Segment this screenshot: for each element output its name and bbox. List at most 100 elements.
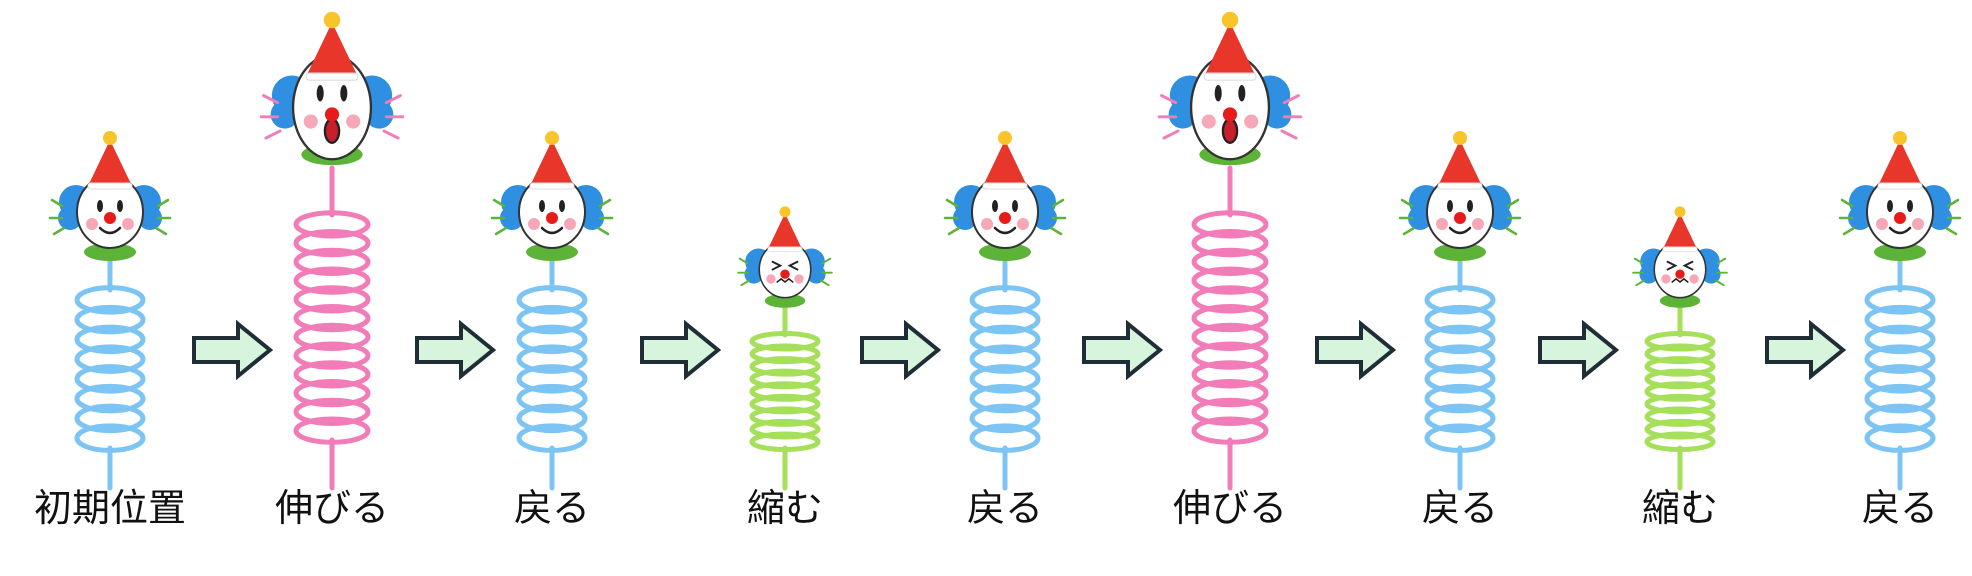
step-label: 縮む xyxy=(746,486,823,530)
spring-coil xyxy=(1644,343,1716,365)
spring-coil xyxy=(74,364,146,394)
spring-coil xyxy=(1191,285,1269,314)
right-arrow-icon xyxy=(192,319,274,381)
spring-coil xyxy=(969,423,1041,453)
right-arrow-icon xyxy=(860,319,942,381)
spring-coil xyxy=(1864,423,1936,453)
spring-coil xyxy=(516,344,588,374)
spring-coil xyxy=(74,304,146,335)
spring-coil xyxy=(749,368,821,390)
spring-clown-normal xyxy=(48,131,172,491)
spring-coil xyxy=(749,356,821,377)
spring-coil xyxy=(1644,356,1716,377)
spring-coil xyxy=(749,393,821,415)
spring-coil xyxy=(1424,324,1496,355)
spring-clown-normal xyxy=(1398,131,1522,491)
spring-coil xyxy=(516,324,588,355)
spring-coil xyxy=(1644,393,1716,415)
spring-coil xyxy=(293,416,371,445)
spring-coil xyxy=(749,418,821,440)
spring-coil xyxy=(1424,423,1496,453)
spring-coil xyxy=(1191,416,1269,445)
right-arrow-icon xyxy=(1082,319,1164,381)
spring-coil xyxy=(1424,344,1496,374)
spring-coil xyxy=(1191,210,1269,239)
spring-coil xyxy=(293,266,371,295)
clown-head-icon xyxy=(1838,131,1962,261)
spring-clown-stretched xyxy=(259,11,405,491)
spring-coil xyxy=(1864,383,1936,414)
step-label: 伸びる xyxy=(1172,486,1287,530)
spring-coil xyxy=(749,431,821,453)
spring-clown-compressed xyxy=(1632,206,1728,491)
spring-coil xyxy=(1644,330,1716,352)
spring-coil xyxy=(1644,406,1716,427)
spring-coil xyxy=(749,406,821,427)
spring-coil xyxy=(1191,379,1269,408)
step-label: 戻る xyxy=(1421,486,1498,530)
spring-coil xyxy=(1191,266,1269,295)
spring-coil xyxy=(1191,229,1269,258)
spring-coil xyxy=(1864,304,1936,335)
spring-coil xyxy=(293,285,371,314)
spring-coil xyxy=(74,285,146,315)
spring-coil xyxy=(969,344,1041,374)
right-arrow-icon xyxy=(1765,319,1847,381)
clown-head-icon xyxy=(1398,131,1522,261)
spring-coil xyxy=(1644,381,1716,402)
spring-coil xyxy=(293,397,371,426)
spring-coil xyxy=(1191,360,1269,389)
right-arrow-icon xyxy=(1538,319,1620,381)
spring-coil xyxy=(1644,418,1716,440)
spring-clown-normal xyxy=(1838,131,1962,491)
spring-coil xyxy=(749,343,821,365)
spring-coil xyxy=(1424,383,1496,414)
spring-coil xyxy=(969,364,1041,394)
spring-coil xyxy=(516,423,588,453)
spring-coil xyxy=(516,383,588,414)
spring-coil xyxy=(74,403,146,434)
spring-coil xyxy=(293,322,371,351)
clown-head-icon xyxy=(943,131,1067,261)
clown-head-icon xyxy=(737,206,833,308)
spring-coil xyxy=(516,304,588,335)
spring-coil xyxy=(74,423,146,453)
spring-coil xyxy=(293,247,371,276)
spring-coil xyxy=(1191,304,1269,333)
spring-coil xyxy=(293,341,371,370)
spring-coil xyxy=(1864,324,1936,355)
spring-coil xyxy=(1191,247,1269,276)
spring-clown-normal xyxy=(943,131,1067,491)
spring-coil xyxy=(516,285,588,315)
spring-coil xyxy=(1424,285,1496,315)
spring-coil xyxy=(749,381,821,402)
step-label: 伸びる xyxy=(274,486,389,530)
spring-coil xyxy=(516,403,588,434)
step-label: 戻る xyxy=(966,486,1043,530)
spring-coil xyxy=(1864,285,1936,315)
right-arrow-icon xyxy=(415,319,497,381)
spring-clown-normal xyxy=(490,131,614,491)
spring-coil xyxy=(516,364,588,394)
spring-coil xyxy=(749,330,821,352)
spring-clown-compressed xyxy=(737,206,833,491)
step-label: 初期位置 xyxy=(33,486,186,530)
step-label: 戻る xyxy=(1861,486,1938,530)
spring-coil xyxy=(969,383,1041,414)
right-arrow-icon xyxy=(640,319,722,381)
clown-head-icon xyxy=(1632,206,1728,308)
spring-coil xyxy=(1644,368,1716,390)
clown-head-icon xyxy=(490,131,614,261)
spring-coil xyxy=(293,304,371,333)
spring-coil xyxy=(74,383,146,414)
spring-coil xyxy=(74,344,146,374)
spring-coil xyxy=(1191,322,1269,351)
spring-coil xyxy=(1191,397,1269,426)
spring-coil xyxy=(969,403,1041,434)
spring-clown-stretched xyxy=(1157,11,1303,491)
spring-coil xyxy=(293,360,371,389)
spring-coil xyxy=(1424,403,1496,434)
spring-coil xyxy=(969,285,1041,315)
